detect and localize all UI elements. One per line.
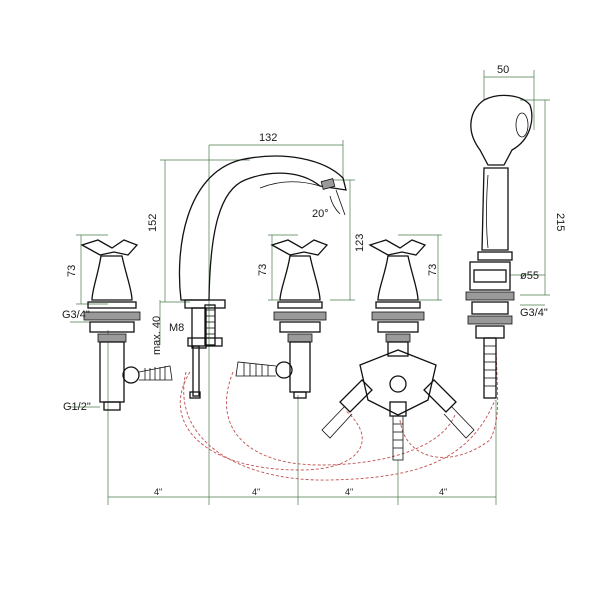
dim-handshower-diameter: ø55 (520, 270, 539, 282)
dimension-lines (70, 70, 550, 505)
flexible-hoses (179, 349, 499, 481)
spacing-label-1: 4" (154, 487, 162, 497)
dim-center-valve-height: 123 (354, 234, 366, 252)
dim-right-handle-height: 73 (427, 264, 439, 276)
thread-left-label: G3/4" (62, 309, 90, 321)
dim-left-handle-height: 73 (66, 265, 78, 277)
bolt-size-label: M8 (169, 322, 184, 334)
dim-center-handle-height: 73 (257, 264, 269, 276)
dim-spout-height: 152 (147, 214, 159, 232)
center-valve (235, 239, 329, 399)
spacing-label-3: 4" (345, 487, 353, 497)
dim-spout-angle: 20° (312, 208, 329, 220)
dim-spout-reach: 132 (259, 132, 277, 144)
dim-handshower-height: 215 (554, 213, 566, 231)
left-valve (80, 239, 173, 411)
diverter-valve (321, 239, 475, 461)
spacing-label-2: 4" (252, 487, 260, 497)
spacing-label-4: 4" (439, 487, 447, 497)
max-deck-label: max. 40 (151, 316, 163, 355)
dim-handshower-width: 50 (497, 64, 509, 76)
thread-right-label: G3/4" (520, 307, 548, 319)
thread-outlet-label: G1/2" (63, 401, 91, 413)
hand-shower (465, 94, 533, 399)
spout (178, 155, 347, 399)
